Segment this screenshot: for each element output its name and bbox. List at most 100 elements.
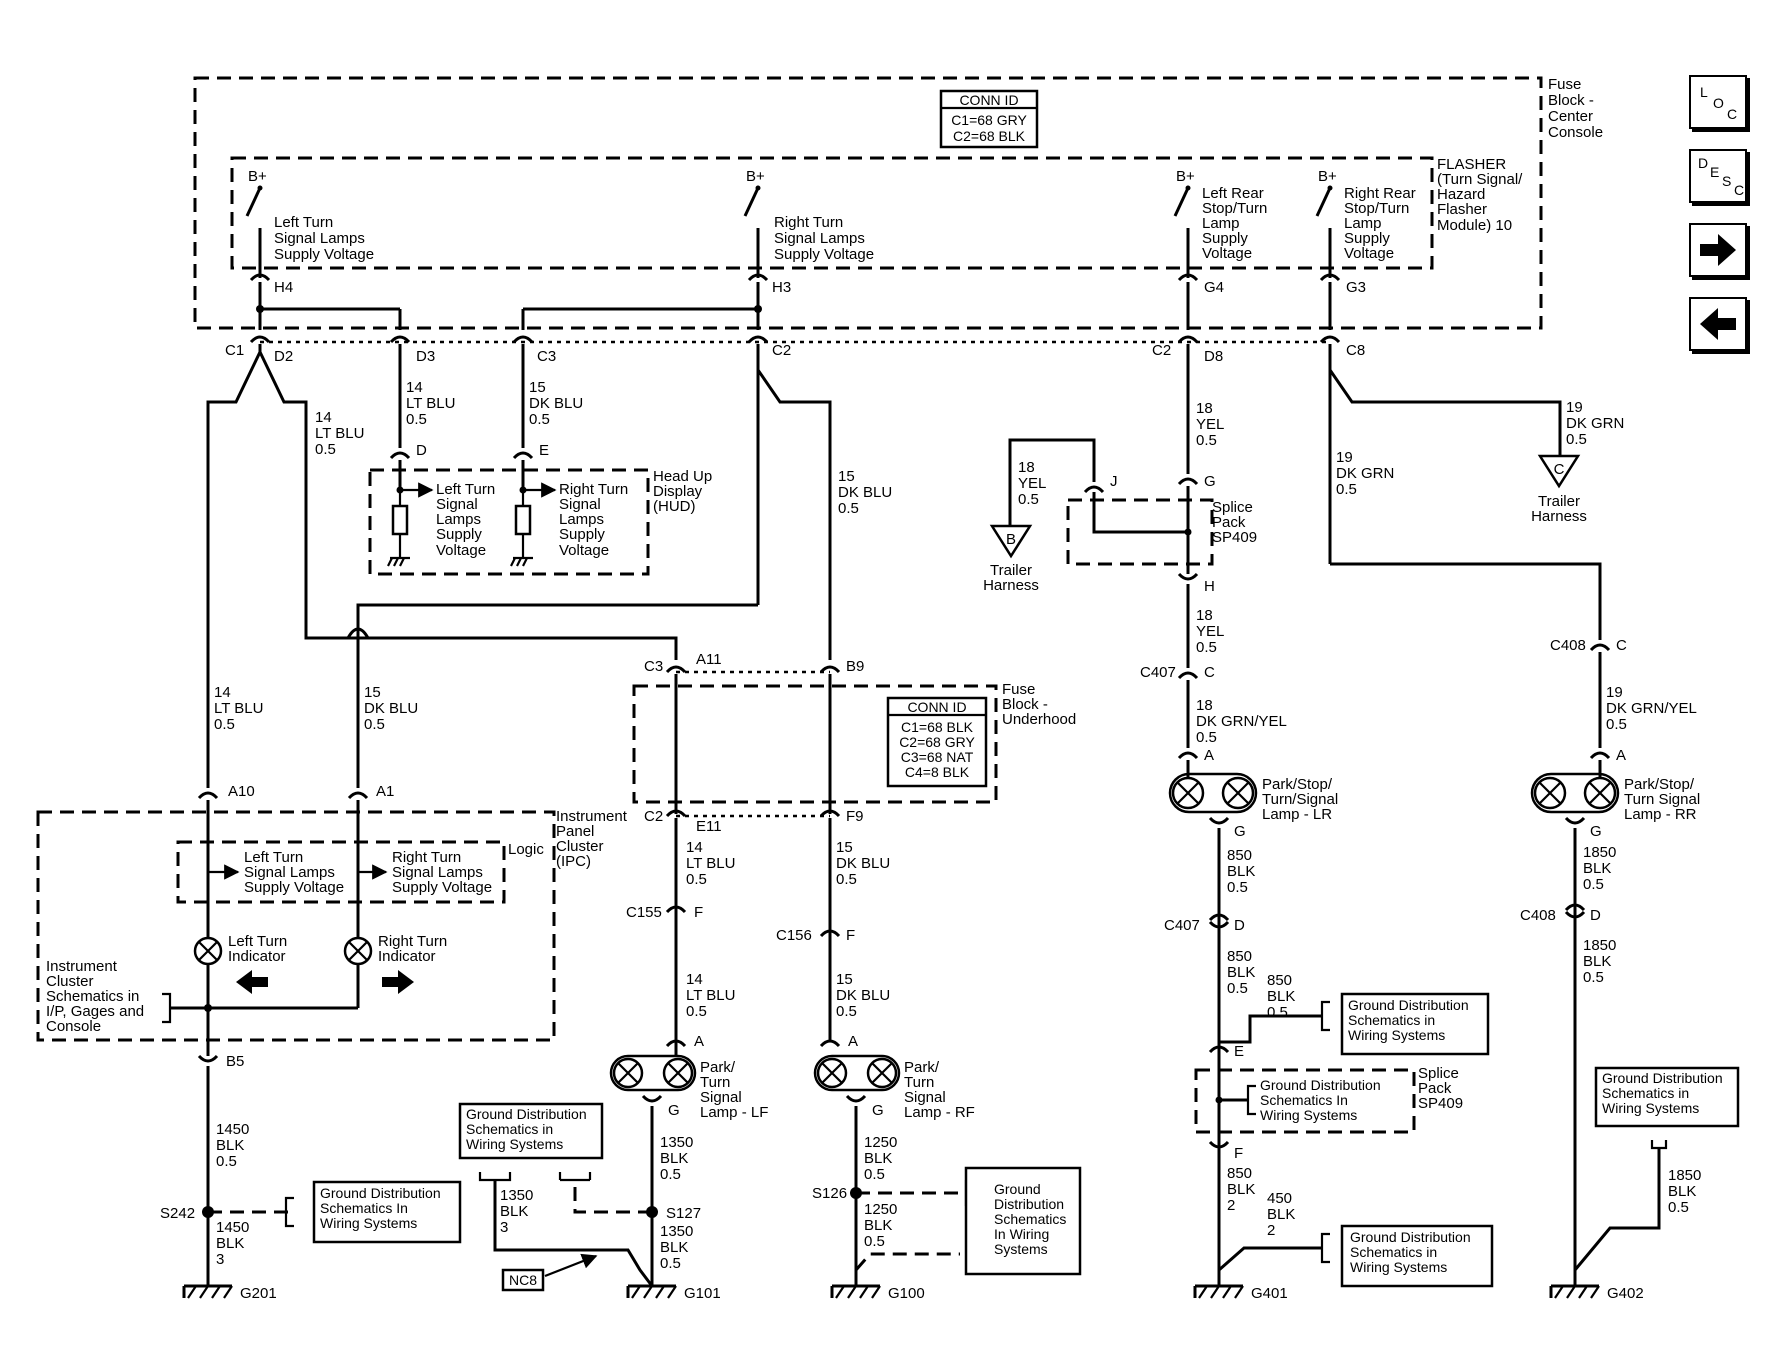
svg-text:G401: G401 <box>1251 1285 1288 1302</box>
svg-text:BLK: BLK <box>1583 953 1611 970</box>
svg-text:850: 850 <box>1227 948 1252 965</box>
svg-text:Right Turn: Right Turn <box>774 214 843 231</box>
svg-text:D8: D8 <box>1204 348 1223 365</box>
svg-text:LT BLU: LT BLU <box>686 987 735 1004</box>
ipc-supply-labels: Left Turn Signal Lamps Supply Voltage Ri… <box>244 849 492 896</box>
svg-text:C2=68 BLK: C2=68 BLK <box>953 128 1026 144</box>
splice-pack-sp409-lower <box>1194 1068 1416 1134</box>
splice-pack-label-upper: Splice Pack SP409 <box>1212 499 1257 546</box>
svg-text:F9: F9 <box>846 808 864 825</box>
svg-text:Stop/Turn: Stop/Turn <box>1202 200 1267 217</box>
svg-text:C1=68 GRY: C1=68 GRY <box>951 112 1027 128</box>
wire-label-c8b: 19 DK GRN 0.5 <box>1336 449 1394 498</box>
svg-text:C: C <box>1554 461 1565 478</box>
svg-text:850: 850 <box>1227 847 1252 864</box>
svg-text:C1=68 BLK: C1=68 BLK <box>901 719 974 735</box>
svg-text:0.5: 0.5 <box>1018 491 1039 508</box>
svg-text:0.5: 0.5 <box>1196 432 1217 449</box>
svg-text:Splice: Splice <box>1212 499 1253 516</box>
previous-button[interactable] <box>1689 297 1750 354</box>
ground-ref-g7: Ground Distribution Schematics in Wiring… <box>1594 1066 1740 1128</box>
wire-label-lfg: 1350 BLK 0.5 <box>660 1134 693 1183</box>
supply-left-turn: B+ Left Turn Signal Lamps Supply Voltage <box>245 168 374 278</box>
svg-text:850: 850 <box>1227 1165 1252 1182</box>
svg-text:0.5: 0.5 <box>406 411 427 428</box>
svg-text:0.5: 0.5 <box>1566 431 1587 448</box>
right-arrow-indicator-icon <box>382 970 414 994</box>
next-button[interactable] <box>1689 223 1750 280</box>
svg-text:Wiring Systems: Wiring Systems <box>1348 1027 1445 1043</box>
svg-text:Signal Lamps: Signal Lamps <box>774 230 865 247</box>
svg-text:1850: 1850 <box>1583 844 1616 861</box>
ground-g401: G401 <box>1193 1284 1288 1302</box>
svg-text:BLK: BLK <box>1227 964 1255 981</box>
wire-label-s126: 1250 BLK 0.5 <box>864 1201 897 1250</box>
svg-text:0.5: 0.5 <box>214 716 235 733</box>
svg-text:0.5: 0.5 <box>864 1233 885 1250</box>
svg-text:Ground Distribution: Ground Distribution <box>320 1185 441 1201</box>
svg-text:C3: C3 <box>537 348 556 365</box>
wire-label-nc8: 1350 BLK 3 <box>500 1187 533 1236</box>
svg-text:Schematics in: Schematics in <box>46 988 139 1005</box>
svg-text:H3: H3 <box>772 279 791 296</box>
svg-text:19: 19 <box>1606 684 1623 701</box>
conn-id-underhood: CONN ID C1=68 BLK C2=68 GRY C3=68 NAT C4… <box>886 696 988 788</box>
svg-text:DK GRN: DK GRN <box>1336 465 1394 482</box>
ground-g100: G100 <box>830 1284 925 1302</box>
svg-text:Supply Voltage: Supply Voltage <box>244 879 344 896</box>
wire-label-d3: 14 LT BLU 0.5 <box>406 379 455 428</box>
svg-text:Signal: Signal <box>904 1089 946 1106</box>
svg-text:Wiring Systems: Wiring Systems <box>1260 1107 1357 1123</box>
svg-text:Wiring Systems: Wiring Systems <box>466 1136 563 1152</box>
svg-text:Module) 10: Module) 10 <box>1437 217 1512 234</box>
ipc-title: Instrument Panel Cluster (IPC) <box>556 808 628 870</box>
svg-text:Console: Console <box>46 1018 101 1035</box>
svg-text:In Wiring: In Wiring <box>994 1226 1049 1242</box>
svg-text:1450: 1450 <box>216 1121 249 1138</box>
svg-text:(Turn Signal/: (Turn Signal/ <box>1437 171 1523 188</box>
wire-label-f850: 850 BLK 2 <box>1227 1165 1255 1214</box>
svg-text:Left Turn: Left Turn <box>228 933 287 950</box>
svg-text:DK GRN/YEL: DK GRN/YEL <box>1606 700 1697 717</box>
svg-text:Block -: Block - <box>1002 696 1048 713</box>
svg-text:A: A <box>1616 747 1626 764</box>
svg-text:I/P, Gages and: I/P, Gages and <box>46 1003 144 1020</box>
svg-text:Supply Voltage: Supply Voltage <box>274 246 374 263</box>
fuse-block-center-outline <box>193 76 1543 330</box>
location-button[interactable]: L O C <box>1689 75 1750 132</box>
arrow-left-icon <box>1700 308 1736 340</box>
svg-text:Instrument: Instrument <box>556 808 628 825</box>
svg-text:Underhood: Underhood <box>1002 711 1076 728</box>
svg-text:C: C <box>1616 637 1627 654</box>
svg-text:0.5: 0.5 <box>1336 481 1357 498</box>
svg-text:BLK: BLK <box>1227 1181 1255 1198</box>
wire-label-e11: 14 LT BLU 0.5 <box>686 839 735 888</box>
description-button[interactable]: D E S C <box>1689 149 1750 206</box>
svg-text:Lamp - RR: Lamp - RR <box>1624 806 1697 823</box>
svg-text:FLASHER: FLASHER <box>1437 156 1506 173</box>
svg-text:BLK: BLK <box>864 1217 892 1234</box>
svg-text:0.5: 0.5 <box>686 1003 707 1020</box>
svg-text:BLK: BLK <box>1227 863 1255 880</box>
svg-text:C407: C407 <box>1140 664 1176 681</box>
svg-text:Instrument: Instrument <box>46 958 118 975</box>
wire-label-g402: 1850 BLK 0.5 <box>1668 1167 1701 1216</box>
svg-text:15: 15 <box>836 971 853 988</box>
svg-text:Console: Console <box>1548 124 1603 141</box>
wire-label-450: 450 BLK 2 <box>1267 1190 1295 1239</box>
svg-text:1350: 1350 <box>660 1134 693 1151</box>
svg-text:G3: G3 <box>1346 279 1366 296</box>
svg-text:18: 18 <box>1196 400 1213 417</box>
svg-text:Ground Distribution: Ground Distribution <box>466 1106 587 1122</box>
svg-text:BLK: BLK <box>660 1150 688 1167</box>
svg-text:0.5: 0.5 <box>216 1153 237 1170</box>
svg-text:Supply: Supply <box>559 526 605 543</box>
svg-text:E11: E11 <box>696 818 722 835</box>
svg-text:BLK: BLK <box>864 1150 892 1167</box>
svg-text:C3=68 NAT: C3=68 NAT <box>901 749 974 765</box>
svg-text:Turn Signal: Turn Signal <box>1624 791 1700 808</box>
svg-text:Turn: Turn <box>700 1074 730 1091</box>
svg-text:H4: H4 <box>274 279 293 296</box>
svg-text:14: 14 <box>686 839 703 856</box>
svg-text:Systems: Systems <box>994 1241 1048 1257</box>
